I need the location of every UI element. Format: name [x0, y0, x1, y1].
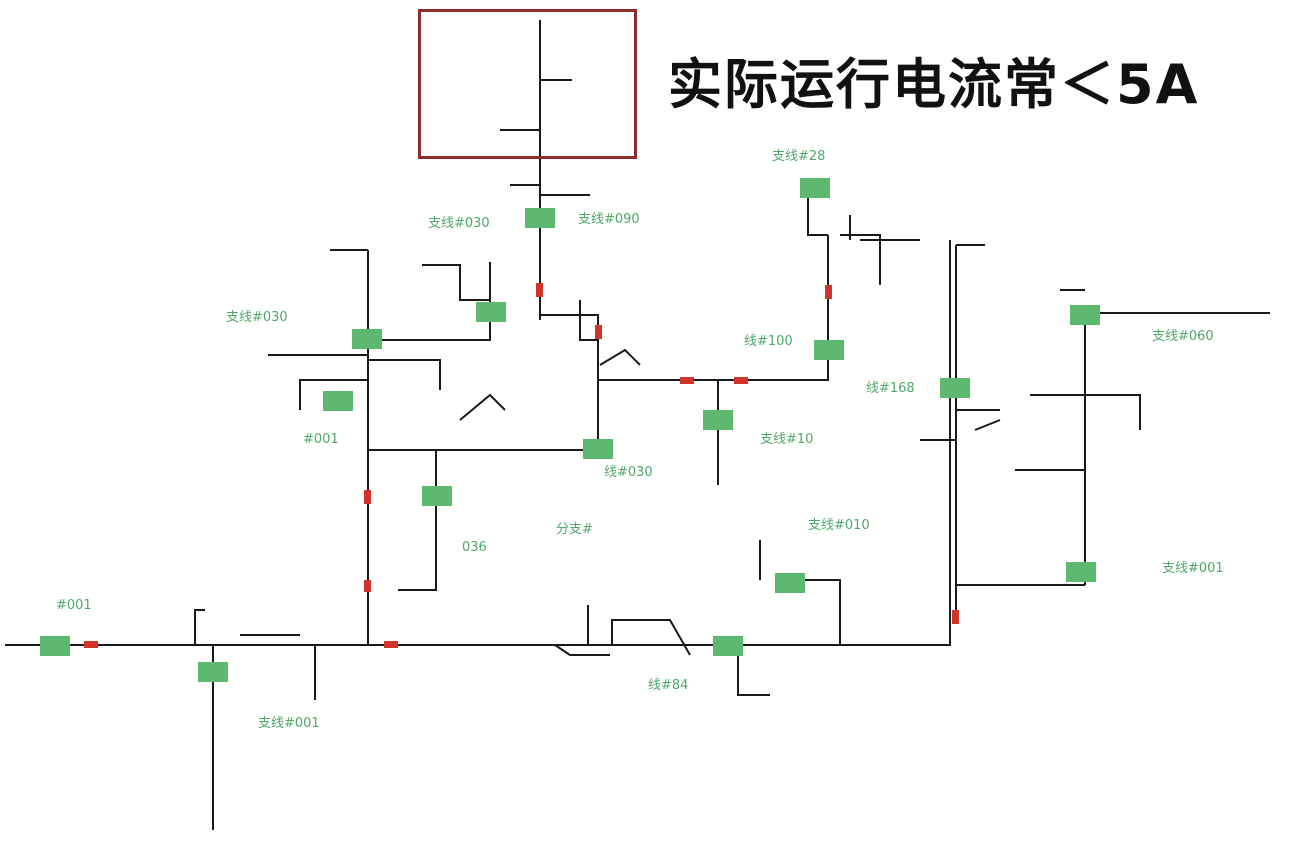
label-100: 线#100: [744, 334, 793, 349]
highlight-frame: [418, 9, 637, 159]
switch-box-168: [940, 378, 970, 398]
branch-line-450: [368, 340, 599, 451]
breaker-mark: [364, 490, 371, 504]
branch-line-540-598: [540, 314, 599, 340]
branch-line-440: [368, 359, 441, 390]
switch-box-top28: [800, 178, 830, 198]
switch-box-001-d: [198, 662, 228, 682]
label-top28: 支线#28: [772, 149, 826, 164]
switch-box-060: [1070, 305, 1100, 325]
label-168: 线#168: [866, 381, 915, 396]
switch-box-100: [814, 340, 844, 360]
label-030-left: 支线#030: [226, 310, 288, 325]
breaker-mark: [384, 641, 398, 648]
label-001-d: 支线#001: [258, 716, 320, 731]
label-010: 支线#010: [808, 518, 870, 533]
branch-line-555: [554, 644, 610, 656]
branch-line-diag-3: [974, 419, 1001, 431]
branch-line-610: [611, 619, 691, 656]
branch-line-diag-1: [459, 393, 506, 421]
breaker-mark: [825, 285, 832, 299]
switch-box-10: [703, 410, 733, 430]
label-030-top: 支线#030: [428, 216, 490, 231]
switch-box-a: [476, 302, 506, 322]
breaker-mark: [364, 580, 371, 592]
branch-line-84: [737, 645, 770, 696]
feeder-lines: [5, 20, 1270, 830]
switch-box-030-left: [352, 329, 382, 349]
label-060: 支线#060: [1152, 329, 1214, 344]
switch-box-001-b: [1066, 562, 1096, 582]
branch-line-100-top: [807, 195, 828, 236]
switch-box-84: [713, 636, 743, 656]
label-090: 支线#090: [578, 212, 640, 227]
switch-box-090: [525, 208, 555, 228]
branch-line-460: [422, 264, 490, 301]
branch-line-diag-2: [599, 348, 641, 366]
branch-line-598-down: [579, 300, 598, 341]
label-036: 036: [462, 540, 487, 555]
switch-box-030-mid: [583, 439, 613, 459]
switch-box-001-a: [323, 391, 353, 411]
branch-line-010: [790, 579, 841, 645]
switch-box-010: [775, 573, 805, 593]
label-branch: 分支#: [556, 522, 593, 537]
branch-line-1085-right: [1085, 394, 1141, 430]
switch-box-001-c: [40, 636, 70, 656]
branch-line-left-small: [194, 609, 205, 645]
breaker-mark: [734, 377, 748, 384]
breaker-mark: [952, 610, 959, 624]
headline-text: 实际运行电流常＜5A: [668, 53, 1200, 116]
branch-line-300: [299, 379, 368, 410]
breaker-marks: [84, 283, 959, 648]
breaker-mark: [595, 325, 602, 339]
branch-line-28: [840, 234, 881, 285]
label-001-b: 支线#001: [1162, 561, 1224, 576]
label-001-a: #001: [303, 432, 339, 447]
branch-line-100: [598, 235, 829, 381]
breaker-mark: [680, 377, 694, 384]
branch-line-436: [398, 450, 437, 591]
label-001-c: #001: [56, 598, 92, 613]
label-030-mid: 线#030: [604, 465, 653, 480]
label-84: 线#84: [648, 678, 689, 693]
main-feeder-line: [5, 240, 951, 646]
switch-box-branch: [422, 486, 452, 506]
label-10: 支线#10: [760, 432, 814, 447]
breaker-mark: [536, 283, 543, 297]
branch-line-490: [368, 262, 491, 341]
switch-boxes: [40, 178, 1100, 682]
breaker-mark: [84, 641, 98, 648]
